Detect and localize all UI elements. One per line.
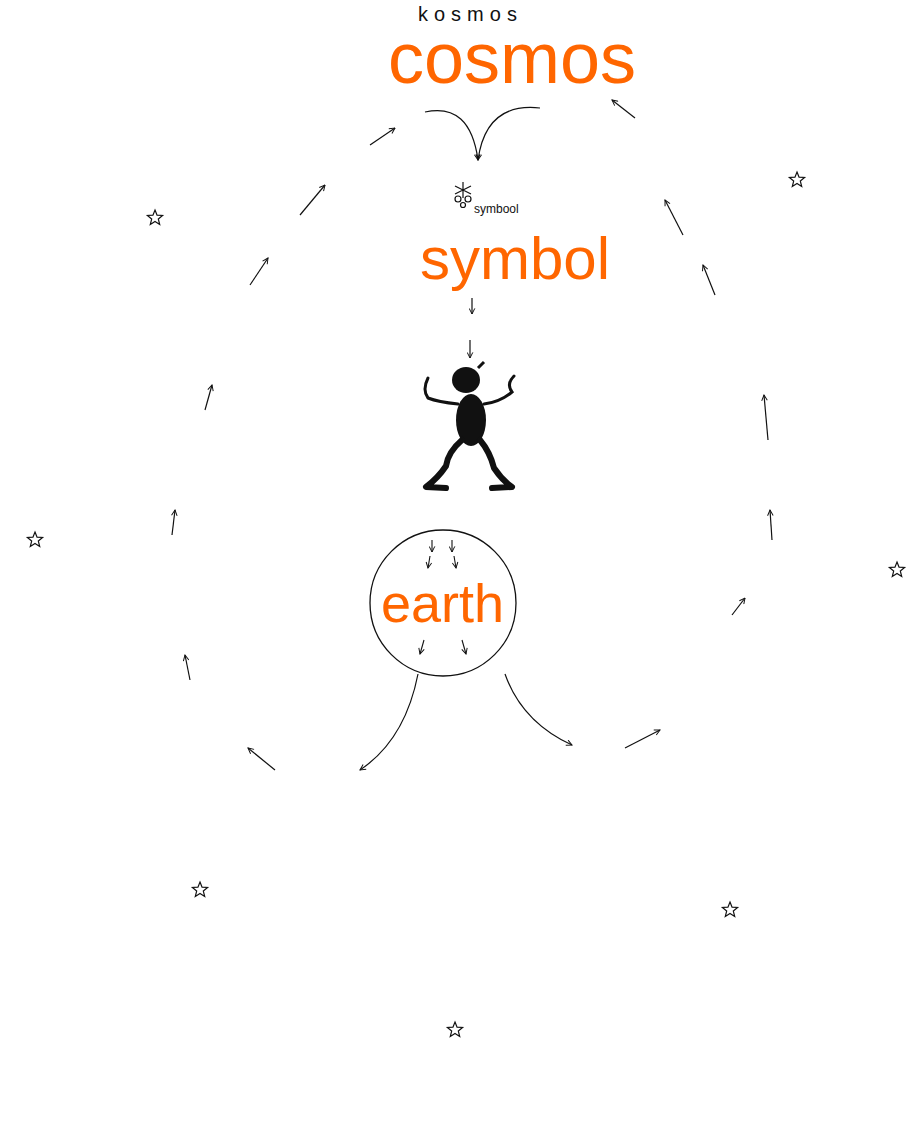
figure-horn (478, 362, 484, 368)
arrow (665, 200, 683, 235)
symbol-glyph (455, 182, 471, 208)
figure-head (452, 367, 480, 393)
arrow (360, 674, 418, 770)
arrow (420, 640, 424, 654)
star (192, 882, 207, 897)
glyph-stroke (461, 203, 466, 208)
earth-circle: earth (369, 529, 517, 677)
arrow (248, 748, 275, 770)
translation-label: cosmos (388, 22, 636, 94)
arrow (703, 265, 715, 295)
star (147, 210, 162, 225)
arrow (478, 107, 540, 160)
arrow (428, 556, 430, 568)
arrow (764, 395, 768, 440)
arrow (625, 730, 660, 748)
translation-label: earth (381, 576, 504, 630)
arrow (471, 298, 472, 314)
arrow (770, 510, 772, 540)
arrow (300, 185, 325, 215)
star (27, 532, 42, 547)
human-figure (425, 362, 514, 488)
figure-arm (425, 378, 458, 404)
stars (27, 172, 904, 1037)
arrow (732, 598, 745, 615)
arrow (469, 340, 470, 358)
arrow (612, 100, 635, 118)
translation-label: symbol (420, 229, 610, 289)
circle-outline (370, 530, 516, 676)
arrow (431, 540, 432, 552)
arrow (425, 111, 478, 160)
star (789, 172, 804, 187)
arrow (205, 385, 212, 410)
cycle-arrows (172, 100, 772, 770)
arrow (451, 540, 452, 552)
figure-leg (426, 440, 462, 488)
figure-arm (484, 376, 514, 404)
star (447, 1022, 462, 1037)
arrow (172, 510, 175, 535)
glyph-stroke (465, 196, 471, 202)
handwritten-label: kosmos (418, 4, 523, 24)
glyph-stroke (455, 196, 461, 202)
figure-leg (480, 440, 512, 488)
arrow (370, 128, 395, 145)
star (889, 562, 904, 577)
arrow (462, 640, 466, 654)
arrow (250, 258, 268, 285)
arrow (454, 556, 456, 568)
handwritten-label: symbool (474, 203, 519, 215)
star (722, 902, 737, 917)
arrow (505, 674, 572, 745)
arrow (185, 655, 190, 680)
